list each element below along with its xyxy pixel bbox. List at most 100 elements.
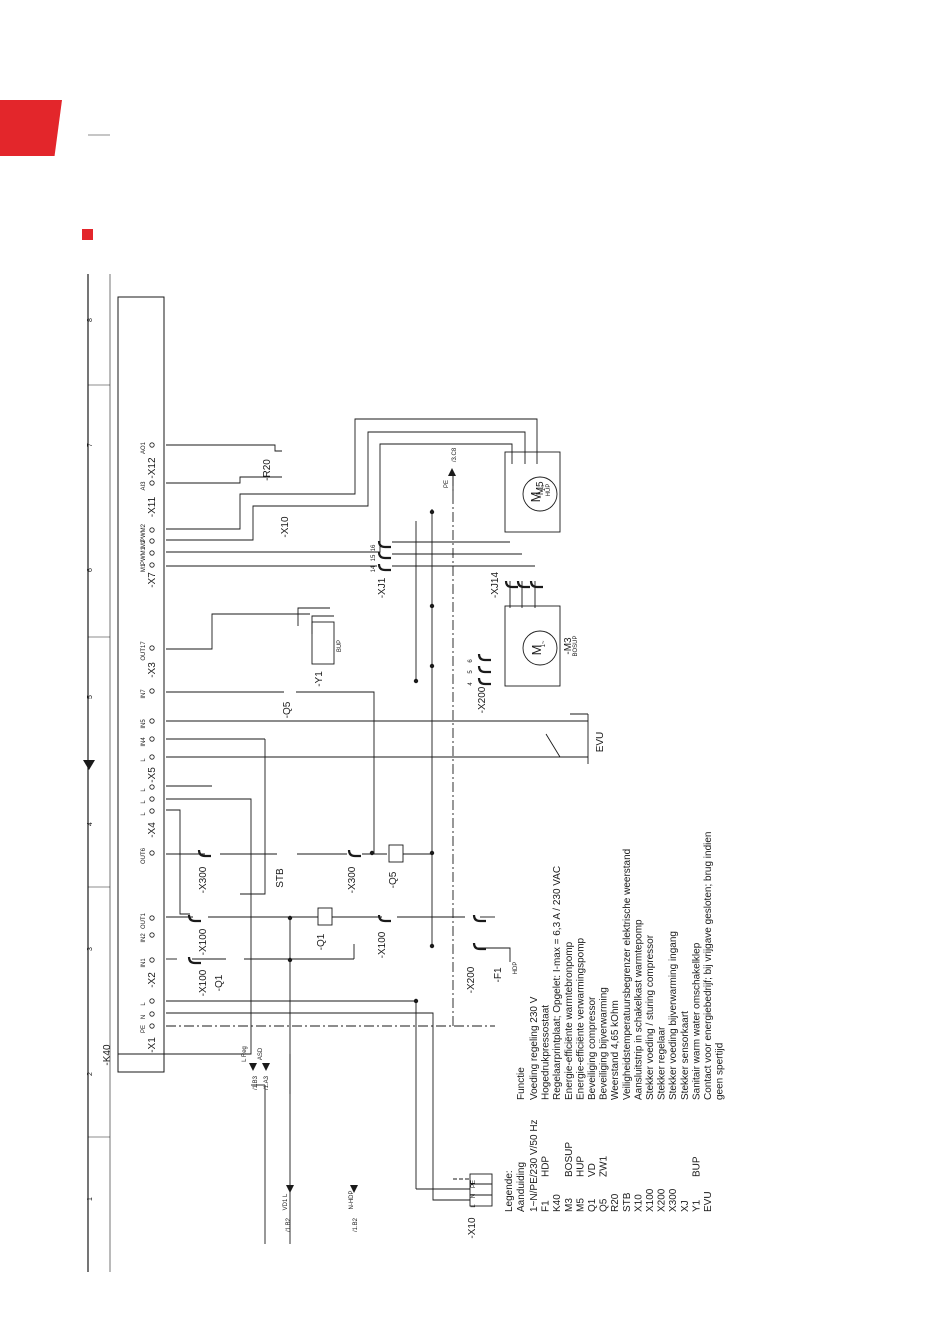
legend-function: Energie-efficiënte warmtebronpomp: [564, 941, 575, 1100]
pin-terminal: [149, 915, 155, 921]
pin-terminal: [149, 932, 155, 938]
xj1-terminal-label: 16: [371, 544, 377, 551]
legend-designation: F1: [541, 1200, 552, 1212]
pin-label-l: L: [141, 1002, 147, 1006]
pin-terminal: [149, 1011, 155, 1017]
ref-1a3: /1.A3: [264, 1075, 270, 1090]
grid-marker: [83, 760, 95, 770]
legend-code: HDP: [541, 1156, 552, 1177]
motor-m5-letter: M: [528, 492, 543, 503]
plug-connector: [377, 914, 391, 923]
grid-column-number: 2: [87, 1072, 94, 1076]
x300-left-label: -X300: [198, 866, 209, 893]
ref-1b3: /1.B3: [253, 1075, 259, 1090]
legend-designation: EVU: [703, 1191, 714, 1212]
x200-terminal-label: 6: [468, 659, 474, 663]
junction-dot: [429, 850, 435, 856]
legend-code: HUP: [575, 1156, 586, 1177]
legend-function: Sanitair warm water omschakelklep: [691, 942, 702, 1100]
vd1-label: VD1 L: [283, 1193, 289, 1210]
legend-function: Energie-efficiënte verwarmingspomp: [575, 937, 586, 1100]
legend-title: Legende:: [504, 1170, 515, 1212]
plug-connector: [377, 551, 391, 560]
grid-column-number: 8: [87, 318, 94, 322]
pin-label-pwm2: PWM2: [141, 523, 147, 542]
pin-label-pwm1: PWM1: [141, 546, 147, 565]
m5-label: -M5: [535, 481, 546, 499]
pin-label-m2: M2: [141, 539, 147, 548]
legend-designation: 1~N/PE/230 V/50 Hz: [529, 1119, 540, 1212]
motor-m3-symbol: [522, 630, 558, 666]
pin-label-ao1: AO1: [141, 441, 147, 454]
legend-designation: M5: [575, 1198, 586, 1212]
pin-label-out17: OUT17: [141, 641, 147, 661]
legend-designation: XJ: [680, 1200, 691, 1212]
connector-label: -X11: [147, 496, 158, 517]
pin-label-in1: IN1: [141, 958, 147, 968]
x300-mid-label: -X300: [347, 866, 358, 893]
section-marker: [82, 229, 93, 240]
xj14-label: -XJ14: [490, 572, 501, 599]
junction-dot: [413, 678, 419, 684]
f1-label: -F1: [493, 967, 504, 982]
x100-left-label: -X100: [198, 928, 209, 955]
legend-code: BUP: [691, 1156, 702, 1177]
plug-connector: [477, 665, 491, 674]
nhdp-label: N-HDP: [349, 1191, 355, 1210]
plug-connector: [197, 849, 211, 858]
f1-sub: HDP: [513, 962, 519, 975]
m3-label: -M3: [563, 637, 574, 655]
legend-designation: X100: [645, 1188, 656, 1212]
x10-terminal-label: L: [471, 1204, 477, 1208]
pin-terminal: [149, 784, 155, 790]
evu-label: EVU: [595, 732, 606, 753]
legend-function: Stekker voeding / sturing compressor: [645, 934, 656, 1100]
pin-terminal: [149, 688, 155, 694]
q5-top-label: -Q5: [282, 701, 293, 718]
pin-terminal: [149, 850, 155, 856]
connector-label: -X12: [147, 457, 158, 479]
pin-label-l: L: [141, 788, 147, 792]
legend-function: Stekker sensorkaart: [680, 1011, 691, 1100]
xj1-terminal-label: 15: [371, 554, 377, 561]
legend-code: VD: [587, 1163, 598, 1177]
legend-function: Stekker voeding bijverwarming ingang: [668, 931, 679, 1100]
pin-terminal: [149, 796, 155, 802]
x10-bottom-label: -X10: [467, 1217, 478, 1239]
pin-terminal: [149, 718, 155, 724]
legend-header-designation: Aanduiding: [516, 1162, 527, 1212]
plug-connector: [347, 849, 361, 858]
valve-y1-box: [311, 621, 335, 665]
pin-label-in7: IN7: [141, 689, 147, 699]
stb-label: STB: [275, 868, 286, 888]
wires: [117, 418, 589, 1244]
ref-pe-label: PE: [444, 480, 450, 488]
legend-code: ZW1: [599, 1155, 610, 1177]
legend-function: Weerstand 4,65 kOhm: [610, 1000, 621, 1100]
motor-m3-letter: M: [529, 645, 544, 656]
ref-nhdp: /1.B2: [353, 1217, 359, 1232]
ref-pe: /3.C8: [452, 447, 458, 462]
y1-sub: BUP: [337, 640, 343, 652]
legend-code: BOSUP: [564, 1142, 575, 1177]
reference-arrow: [249, 1063, 257, 1071]
pin-label-l: L: [141, 812, 147, 816]
reference-arrow: [448, 468, 456, 476]
m5-sub: HUP: [546, 484, 552, 497]
junction-dot: [429, 663, 435, 669]
pin-label-in4: IN4: [141, 737, 147, 747]
legend-designation: X300: [668, 1188, 679, 1212]
connector-label: -X4: [147, 822, 158, 838]
grid-column-number: 7: [87, 443, 94, 447]
motor-m3-phase: 1~: [541, 640, 547, 647]
connector-label: -X2: [147, 972, 158, 988]
controller-k40-box: [117, 296, 165, 1073]
pin-terminal: [149, 538, 155, 544]
legend-function: Beveiliging compressor: [587, 996, 598, 1100]
pin-terminal: [149, 645, 155, 651]
pin-label-in5: IN5: [141, 719, 147, 729]
x100-lower-label: -X100: [198, 969, 209, 996]
plug-connector: [477, 653, 491, 662]
junction-dot: [413, 998, 419, 1004]
pin-label-out6: OUT6: [141, 847, 147, 864]
